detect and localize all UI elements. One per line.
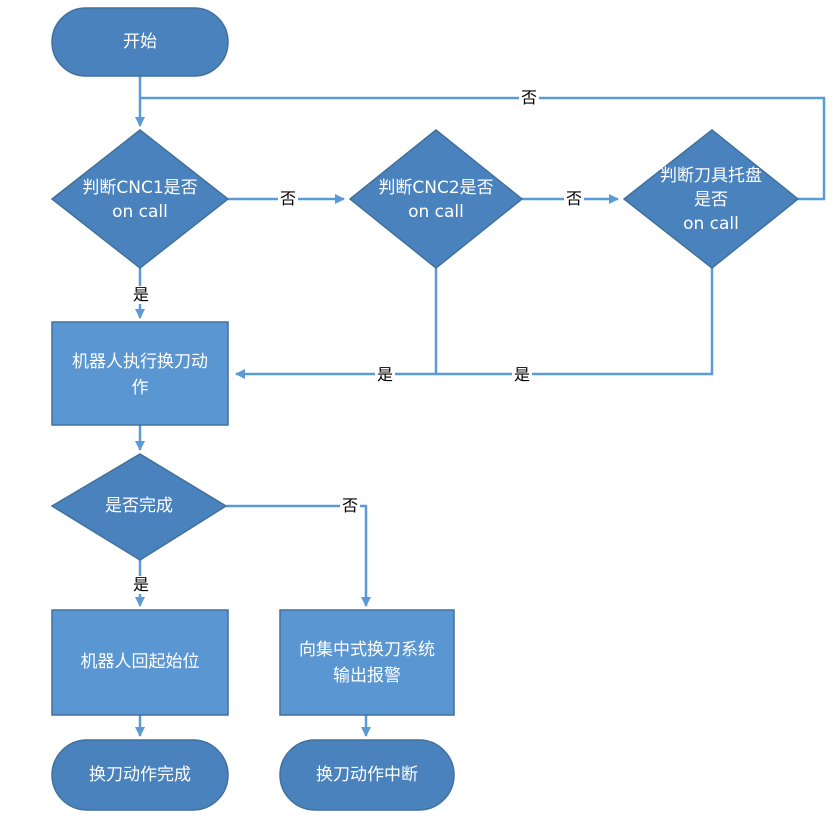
cnc2-label-line2: on call <box>408 202 464 222</box>
end-ok-label: 换刀动作完成 <box>89 765 191 785</box>
robot-exec-label: 机器人执行换刀动 作 <box>52 349 228 401</box>
end-ok-terminal <box>51 739 229 811</box>
edge-label-tray-no-loop: 否 <box>519 88 540 107</box>
edge-label-cnc1-no: 否 <box>278 189 299 208</box>
edge-label-cnc2-yes: 是 <box>375 365 396 384</box>
start-terminal <box>51 7 229 77</box>
cnc2-decision <box>348 129 524 269</box>
tray-decision <box>622 129 800 269</box>
edge-label-cnc2-no: 否 <box>564 189 585 208</box>
cnc1-label-line2: on call <box>112 202 168 222</box>
edge-label-done-yes: 是 <box>131 575 152 594</box>
cnc2-label: 判断CNC2是否 on call <box>350 176 522 224</box>
edge-done-no <box>226 504 371 607</box>
cnc1-label: 判断CNC1是否 on call <box>52 176 228 224</box>
edge-label-cnc1-yes: 是 <box>131 285 152 304</box>
tray-label-line2: 是否 <box>694 190 728 210</box>
edge-label-tray-yes: 是 <box>512 365 533 384</box>
tray-label: 判断刀具托盘 是否 on call <box>624 164 798 236</box>
alarm-label-line2: 输出报警 <box>333 666 401 686</box>
end-abort-terminal <box>279 739 455 811</box>
cnc1-decision <box>50 129 230 269</box>
tray-label-line3: on call <box>683 214 739 234</box>
robot-home-label: 机器人回起始位 <box>80 652 200 672</box>
done-decision <box>50 453 228 561</box>
robot-exec-process <box>51 321 229 426</box>
alarm-label: 向集中式换刀系统 输出报警 <box>280 637 454 689</box>
tray-label-line1: 判断刀具托盘 <box>660 166 762 186</box>
cnc2-label-line1: 判断CNC2是否 <box>378 178 494 198</box>
alarm-label-line1: 向集中式换刀系统 <box>299 640 435 660</box>
alarm-process <box>279 609 455 716</box>
cnc1-label-line1: 判断CNC1是否 <box>82 178 198 198</box>
robot-exec-label-line1: 机器人执行换刀动 <box>72 352 208 372</box>
done-label: 是否完成 <box>105 496 173 516</box>
edge-tray-yes <box>235 268 714 379</box>
edge-label-done-no: 否 <box>340 496 361 515</box>
robot-home-process <box>51 609 229 716</box>
end-abort-label: 换刀动作中断 <box>316 765 418 785</box>
start-label: 开始 <box>123 32 157 52</box>
robot-exec-label-line2: 作 <box>131 378 149 398</box>
edge-tray-no-loop <box>140 96 826 201</box>
